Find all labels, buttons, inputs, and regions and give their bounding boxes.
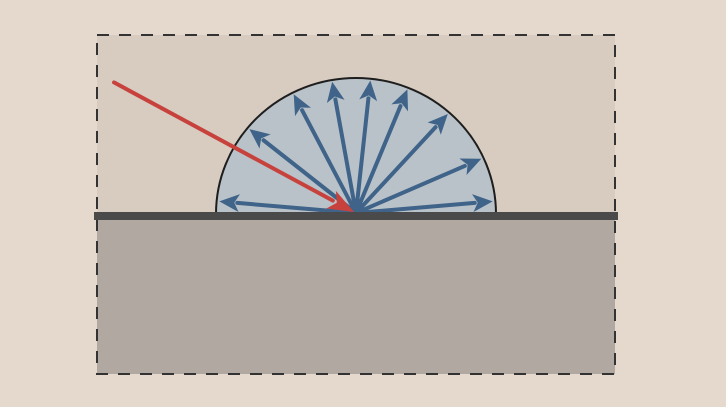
reflected-arrow-1 [354,194,493,215]
ground-region [97,216,615,374]
reflecting-surface [94,212,618,220]
reflected-arrow-5 [354,80,378,215]
reflected-arrow-3 [354,113,448,215]
reflected-arrow-2 [354,158,482,215]
reflected-arrow-7 [293,94,358,215]
incident-ray [112,80,354,212]
hemisphere [214,77,498,215]
reflected-arrow-6 [326,81,358,215]
reflected-arrows [219,80,493,215]
incident-arrow [112,80,354,212]
reflected-arrow-9 [219,194,358,215]
reflected-arrow-4 [354,89,409,215]
dashed-frame [96,34,616,375]
